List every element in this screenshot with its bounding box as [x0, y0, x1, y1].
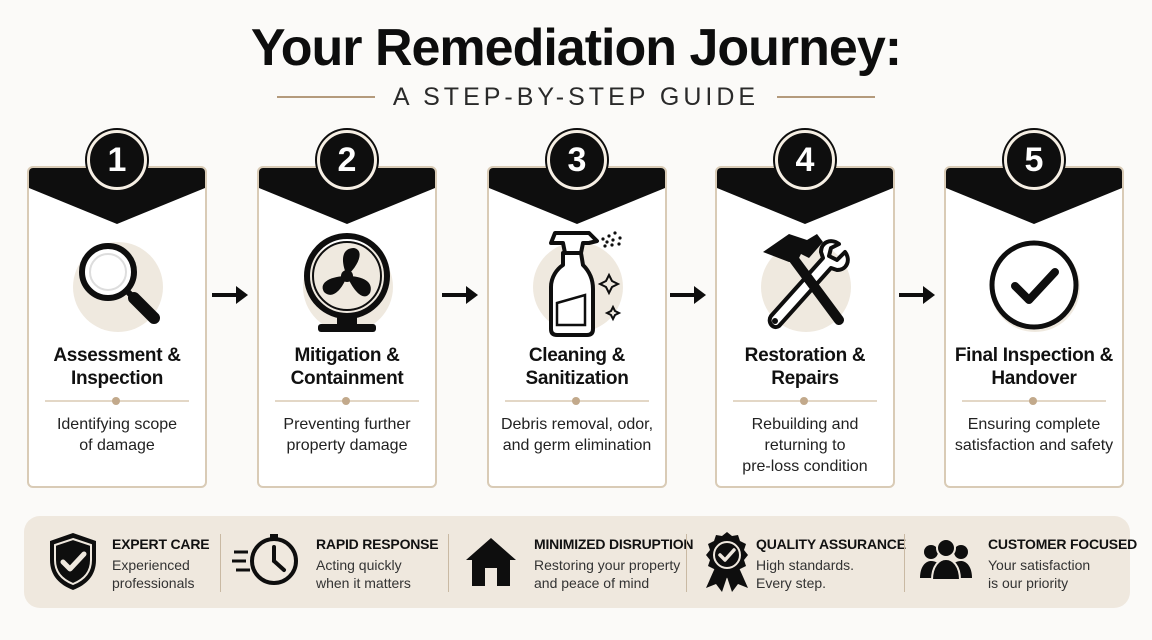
step-card-2: 2 Mitigation &Containment Preventing fur… — [255, 130, 439, 490]
feature-separator — [448, 534, 449, 592]
step-divider — [275, 397, 419, 405]
subtitle-rule-left — [276, 96, 375, 98]
fan-icon — [255, 230, 439, 340]
feature-title: QUALITY ASSURANCE — [756, 536, 906, 552]
card-header-chevron — [259, 168, 435, 224]
feature-description: High standards.Every step. — [756, 557, 855, 591]
step-card-body — [27, 166, 207, 488]
step-title: Final Inspection &Handover — [954, 345, 1114, 389]
step-title: Assessment &Inspection — [53, 345, 181, 389]
page-title: Your Remediation Journey: — [250, 19, 902, 77]
feature-separator — [904, 534, 905, 592]
fast-clock-icon — [232, 534, 298, 585]
feature-title: EXPERT CARE — [112, 536, 210, 552]
hammer-wrench-icon — [713, 230, 897, 340]
step-number-badge: 5 — [1004, 130, 1064, 190]
arrow-right-icon — [899, 286, 935, 304]
feature-separator — [686, 534, 687, 592]
step-divider — [733, 397, 877, 405]
card-header-chevron — [717, 168, 893, 224]
magnifying-glass-icon — [25, 230, 209, 340]
card-header-chevron — [946, 168, 1122, 224]
step-title: Cleaning &Sanitization — [525, 345, 629, 389]
step-divider — [962, 397, 1106, 405]
checkmark-circle-icon — [942, 230, 1126, 340]
step-number-badge: 1 — [87, 130, 147, 190]
people-group-icon — [920, 538, 972, 581]
shield-check-icon — [50, 533, 96, 590]
feature-quality-assurance: QUALITY ASSURANCE High standards.Every s… — [700, 516, 910, 608]
step-card-3: 3 Cleaning &Sanitization Debris removal,… — [485, 130, 669, 490]
subtitle-row: A STEP-BY-STEP GUIDE — [0, 82, 1152, 112]
award-badge-icon — [706, 532, 748, 592]
page-subtitle: A STEP-BY-STEP GUIDE — [392, 82, 760, 111]
arrow-right-icon — [212, 286, 248, 304]
step-card-5: 5 Final Inspection &Handover Ensuring co… — [942, 130, 1126, 490]
house-icon — [466, 538, 516, 586]
subtitle-rule-right — [777, 96, 876, 98]
step-title: Restoration &Repairs — [744, 345, 866, 389]
step-divider — [505, 397, 649, 405]
step-card-1: 1 Assessment &Inspection Identifying sco… — [25, 130, 209, 490]
step-number-badge: 4 — [775, 130, 835, 190]
feature-minimized-disruption: MINIMIZED DISRUPTION Restoring your prop… — [464, 516, 694, 608]
arrow-right-icon — [442, 286, 478, 304]
step-divider — [45, 397, 189, 405]
spray-bottle-icon — [485, 230, 669, 340]
feature-title: CUSTOMER FOCUSED — [988, 536, 1137, 552]
feature-title: RAPID RESPONSE — [316, 536, 439, 552]
step-description: Debris removal, odor,and germ eliminatio… — [500, 416, 654, 454]
feature-title: MINIMIZED DISRUPTION — [534, 536, 694, 552]
card-header-chevron — [489, 168, 665, 224]
step-card-body — [944, 166, 1124, 488]
arrow-right-icon — [670, 286, 706, 304]
step-title: Mitigation &Containment — [290, 345, 404, 389]
feature-separator — [220, 534, 221, 592]
step-number-badge: 2 — [317, 130, 377, 190]
card-header-chevron — [29, 168, 205, 224]
step-number-badge: 3 — [547, 130, 607, 190]
step-card-body — [487, 166, 667, 488]
